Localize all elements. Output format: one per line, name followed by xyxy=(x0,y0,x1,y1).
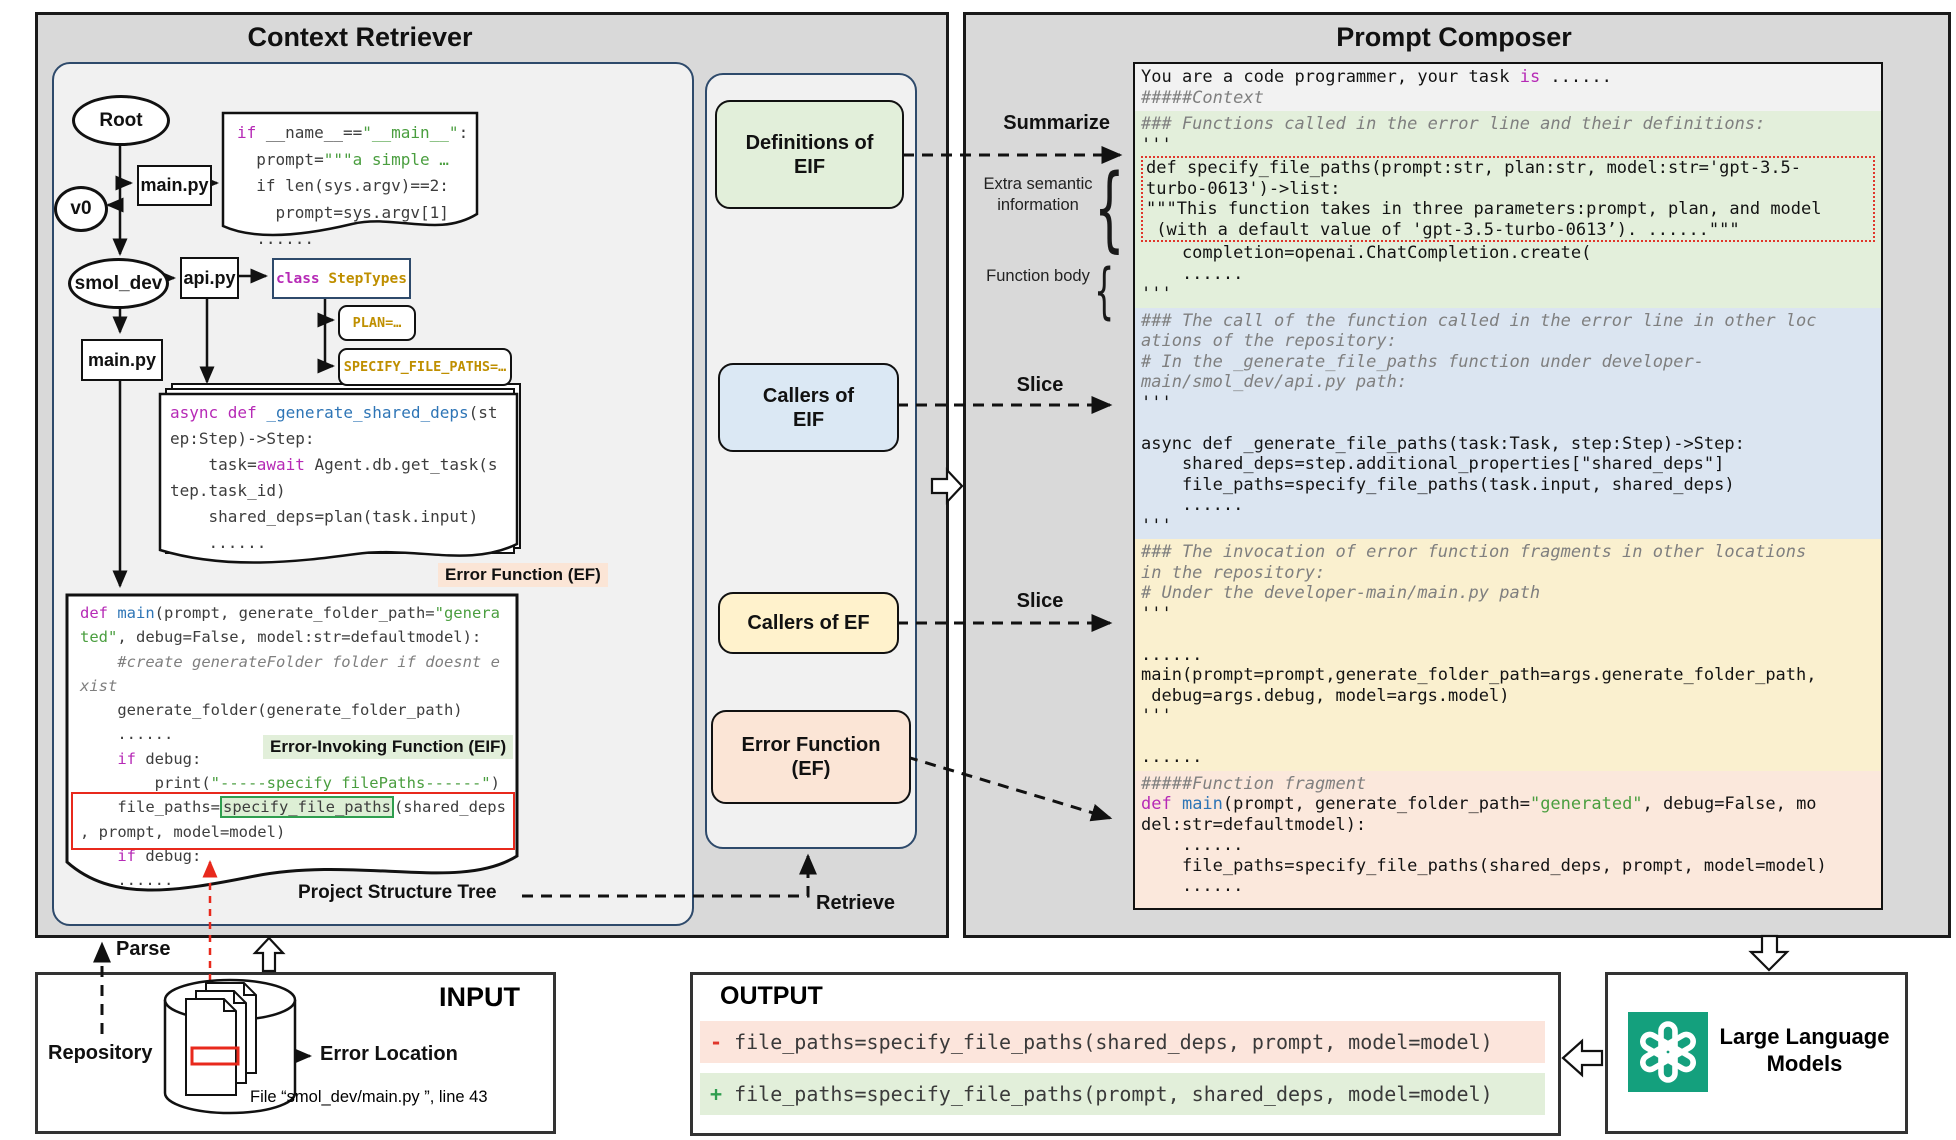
tree-node-v0: v0 xyxy=(54,186,108,232)
error-file-line: File “smol_dev/main.py ”, line 43 xyxy=(250,1088,488,1106)
prompt-composer-title: Prompt Composer xyxy=(1336,22,1572,52)
project-structure-tree-label: Project Structure Tree xyxy=(298,882,497,903)
tree-node-plan: PLAN=… xyxy=(338,305,416,341)
context-retriever-title: Context Retriever xyxy=(247,22,473,52)
slice-ef-label: Slice xyxy=(1016,590,1064,612)
tree-node-smol-dev: smol_dev xyxy=(68,258,169,309)
openai-logo-icon xyxy=(1628,1012,1708,1092)
tree-node-class-steptypes: class StepTypes xyxy=(272,258,411,299)
callers-of-eif-label: Callers of EIF xyxy=(762,384,855,431)
diff-removed-line: - file_paths=specify_file_paths(shared_d… xyxy=(700,1021,1545,1063)
tree-node-root: Root xyxy=(72,95,170,146)
eif-tag: Error-Invoking Function (EIF) xyxy=(263,735,514,759)
prompt-section-callers-ef: ### The invocation of error function fra… xyxy=(1135,539,1881,771)
body-brace-icon: { xyxy=(1094,254,1115,327)
callers-of-ef-label: Callers of EF xyxy=(747,612,870,634)
summarize-label: Summarize xyxy=(1003,112,1110,134)
definitions-of-eif-box: Definitions of EIF xyxy=(715,100,904,209)
definitions-head: ### Functions called in the error line a… xyxy=(1141,114,1766,155)
error-line-marker xyxy=(190,1046,240,1066)
extra-semantic-label: Extra semantic information xyxy=(983,175,1093,214)
block-arrow-down-icon xyxy=(1748,934,1790,972)
tree-node-api-py: api.py xyxy=(180,257,239,299)
diff-added-line: + file_paths=specify_file_paths(prompt, … xyxy=(700,1073,1545,1115)
block-arrow-left-icon xyxy=(1561,1038,1604,1078)
error-location-label: Error Location xyxy=(320,1043,458,1065)
tree-node-specify-file-paths: SPECIFY_FILE_PATHS=… xyxy=(338,348,512,386)
block-arrows xyxy=(252,467,1790,1078)
llm-label: Large Language Models xyxy=(1719,1024,1890,1076)
function-body-label: Function body xyxy=(986,267,1090,285)
error-function-tag: Error Function (EF) xyxy=(438,563,608,587)
prompt-section-definitions: ### Functions called in the error line a… xyxy=(1135,111,1881,308)
prompt-text-area: You are a code programmer, your task is … xyxy=(1133,62,1883,910)
docstring-brace-icon: { xyxy=(1094,153,1125,262)
error-line-red-box xyxy=(71,792,515,850)
error-function-ef-label: Error Function (EF) xyxy=(741,734,881,780)
main-top-code-snippet: if __name__=="__main__": prompt="""a sim… xyxy=(237,123,469,248)
definitions-of-eif-label: Definitions of EIF xyxy=(745,131,874,178)
dashed-flows xyxy=(93,146,1123,1034)
slice-eif-label: Slice xyxy=(1016,374,1064,396)
prompt-section-callers-eif: ### The call of the function called in t… xyxy=(1135,307,1881,539)
error-function-ef-box: Error Function (EF) xyxy=(711,710,911,804)
block-arrow-up-icon xyxy=(252,936,286,973)
parse-label: Parse xyxy=(116,938,171,960)
tree-connectors xyxy=(105,140,336,1064)
tree-node-main-py-top: main.py xyxy=(137,165,212,206)
block-arrow-right-icon xyxy=(930,467,964,505)
error-function-snippet: def main(prompt, generate_folder_path="g… xyxy=(80,604,506,890)
retrieve-label: Retrieve xyxy=(816,892,895,914)
prompt-section-intro: You are a code programmer, your task is … xyxy=(1135,64,1881,111)
input-title: INPUT xyxy=(439,982,520,1012)
definitions-summarized-box: def specify_file_paths(prompt:str, plan:… xyxy=(1141,156,1875,242)
tree-node-main-py-bottom: main.py xyxy=(81,339,163,381)
repository-label: Repository xyxy=(48,1042,153,1064)
definitions-body: completion=openai.ChatCompletion.create(… xyxy=(1141,243,1592,304)
callers-of-eif-box: Callers of EIF xyxy=(718,363,899,452)
repository-cylinder-icon xyxy=(163,978,297,1115)
callers-of-ef-box: Callers of EF xyxy=(718,592,899,654)
output-title: OUTPUT xyxy=(720,982,823,1010)
